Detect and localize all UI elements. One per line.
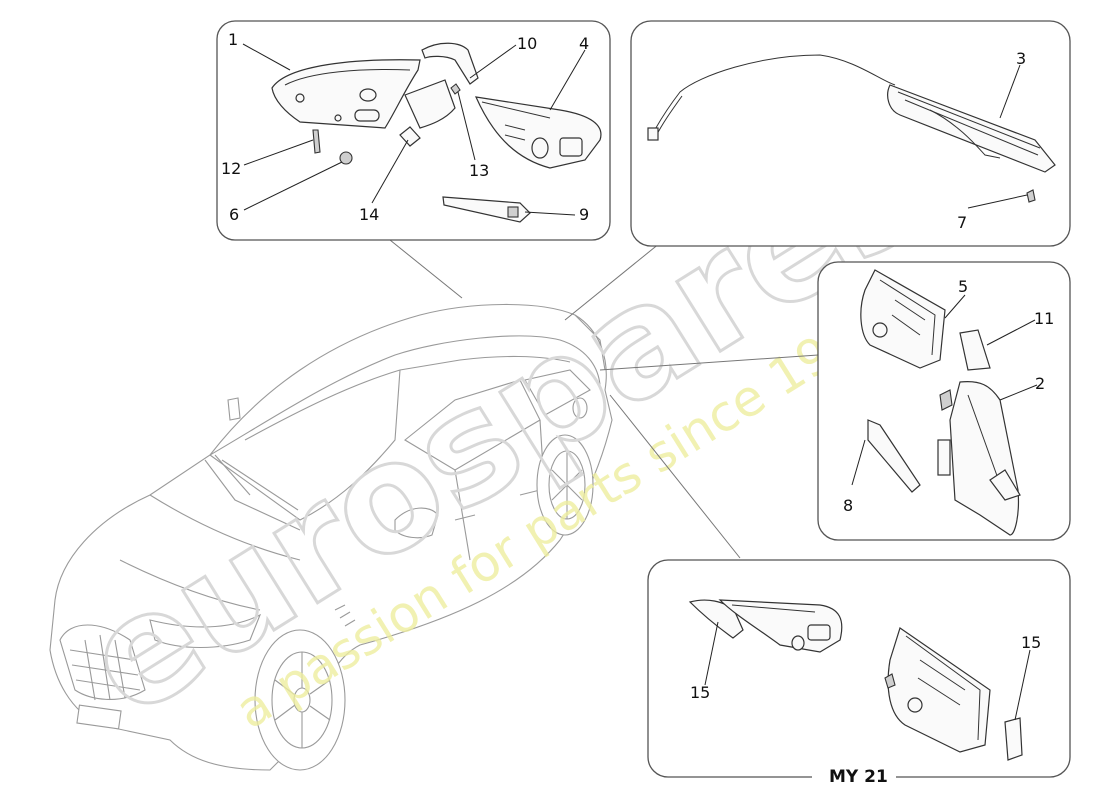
- panel-my21: 15 15 MY 21: [647, 559, 1071, 787]
- part-15-trim-left[interactable]: [688, 599, 744, 639]
- callout-15-left: 15: [690, 683, 710, 702]
- callout-8: 8: [843, 496, 853, 515]
- model-year-label: MY 21: [829, 767, 888, 787]
- panel-rear-lamps: 5 11 2 8: [817, 261, 1071, 541]
- callout-10: 10: [517, 34, 537, 53]
- callout-9: 9: [579, 205, 589, 224]
- part-3-third-brake-light[interactable]: [887, 84, 1056, 173]
- panel-taillight-assembly: 1 10 4 12 13 6 14 9: [216, 20, 611, 241]
- callout-15-right: 15: [1021, 633, 1041, 652]
- callout-14: 14: [359, 205, 379, 224]
- part-2-outer-lamp[interactable]: [937, 380, 1021, 536]
- callout-11: 11: [1034, 309, 1054, 328]
- part-6-nut[interactable]: [339, 151, 353, 165]
- part-12-bolt[interactable]: [312, 129, 321, 154]
- my21-lamp-left: [718, 599, 843, 653]
- callout-2: 2: [1035, 374, 1045, 393]
- callout-4: 4: [579, 34, 589, 53]
- part-8-reflector[interactable]: [867, 419, 921, 493]
- part-13-screw[interactable]: [450, 83, 461, 95]
- callout-7: 7: [957, 213, 967, 232]
- part-11-trim[interactable]: [959, 329, 991, 371]
- callout-6: 6: [229, 205, 239, 224]
- callout-12: 12: [221, 159, 241, 178]
- part-1-lamp-housing[interactable]: [271, 59, 421, 129]
- connector-plug: [647, 127, 659, 141]
- part-4-outer-lamp[interactable]: [475, 96, 602, 169]
- panel-third-brake-light: 3 7: [630, 20, 1071, 247]
- callout-1: 1: [228, 30, 238, 49]
- callout-5: 5: [958, 277, 968, 296]
- part-10-trim[interactable]: [421, 42, 479, 85]
- callout-3: 3: [1016, 49, 1026, 68]
- car-illustration: [49, 303, 613, 771]
- callout-13: 13: [469, 161, 489, 180]
- panel-connectors: [389, 239, 819, 559]
- part-15-trim-right[interactable]: [1004, 717, 1023, 761]
- part-7-screw[interactable]: [1026, 189, 1036, 203]
- my21-lamp-right: [884, 627, 991, 753]
- part-5-inner-lamp[interactable]: [860, 269, 946, 369]
